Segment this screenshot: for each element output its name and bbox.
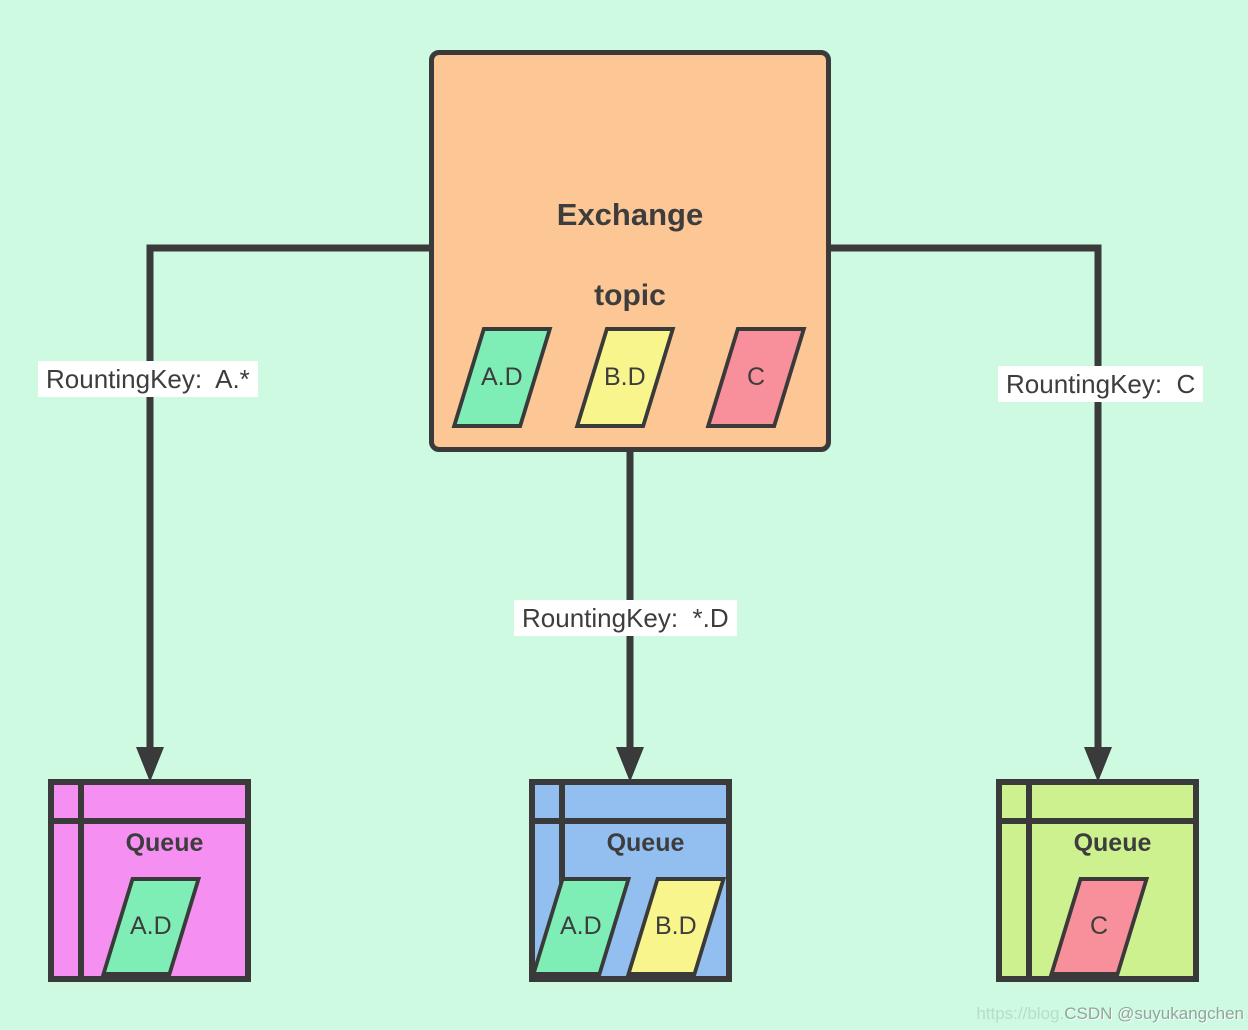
binding-arrow-left (136, 244, 429, 782)
queue-node-right: Queue C (996, 779, 1199, 982)
binding-arrow-right (831, 244, 1112, 782)
queue-divider-vertical (1026, 785, 1032, 976)
exchange-title: Exchange (556, 197, 704, 232)
queue-title: Queue (1073, 829, 1152, 857)
exchange-message-ad: A.D (451, 327, 553, 428)
message-label: A.D (130, 912, 172, 940)
queue-message-ad: A.D (100, 877, 202, 976)
arrowhead-middle-icon (616, 747, 644, 782)
queue-message-c: C (1048, 877, 1150, 976)
queue-divider-vertical (78, 785, 84, 976)
queue-node-middle: Queue A.D B.D (529, 779, 732, 982)
queue-title: Queue (606, 829, 685, 857)
message-label: A.D (481, 363, 523, 391)
exchange-message-c: C (705, 327, 807, 428)
arrowhead-left-icon (136, 747, 164, 782)
message-label: B.D (655, 912, 697, 940)
message-label: C (746, 363, 766, 391)
binding-line-left (146, 244, 429, 750)
exchange-message-bd: B.D (574, 327, 676, 428)
exchange-node: Exchange topic A.D B.D C (429, 50, 831, 452)
binding-line-right (831, 244, 1102, 750)
queue-message-bd: B.D (625, 877, 726, 976)
queue-title: Queue (125, 829, 204, 857)
queue-message-ad: A.D (535, 877, 632, 976)
queue-divider-horizontal (1002, 818, 1193, 824)
routing-key-label-left: RountingKey: A.* (38, 361, 258, 397)
queue-node-left: Queue A.D (48, 779, 251, 982)
arrowhead-right-icon (1084, 747, 1112, 782)
watermark-url-prefix: https://blog. (976, 1004, 1065, 1023)
queue-divider-horizontal (54, 818, 245, 824)
exchange-type-label: topic (594, 279, 666, 312)
routing-key-label-middle: RountingKey: *.D (514, 600, 737, 636)
routing-key-label-right: RountingKey: C (998, 366, 1204, 402)
watermark: https://blog.CSDN @suyukangchen (976, 1004, 1244, 1024)
message-label: A.D (560, 912, 602, 940)
message-label: C (1089, 912, 1109, 940)
message-label: B.D (604, 363, 646, 391)
watermark-text: CSDN @suyukangchen (1064, 1004, 1244, 1023)
queue-divider-horizontal (535, 818, 726, 824)
